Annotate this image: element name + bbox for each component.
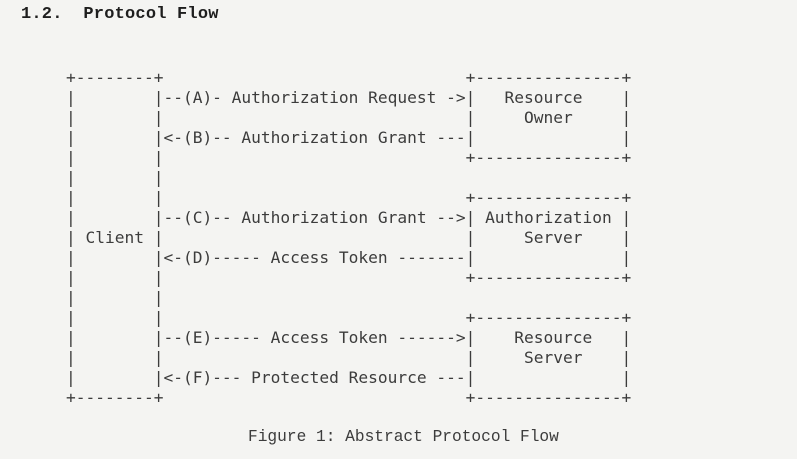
- diagram-line: | | | Server |: [66, 348, 632, 367]
- diagram-line: +--------+ +---------------+: [66, 388, 632, 407]
- protocol-flow-diagram: +--------+ +---------------+| |--(A)- Au…: [66, 68, 631, 408]
- section-heading: 1.2. Protocol Flow: [21, 5, 219, 24]
- diagram-line: | |: [66, 168, 164, 187]
- diagram-line: | | +---------------+: [66, 308, 632, 327]
- diagram-line: +--------+ +---------------+: [66, 68, 632, 87]
- diagram-line: | |<-(B)-- Authorization Grant ---| |: [66, 128, 632, 147]
- diagram-line: | Client | | Server |: [66, 228, 632, 247]
- diagram-line: | | +---------------+: [66, 188, 632, 207]
- diagram-line: | |<-(D)----- Access Token -------| |: [66, 248, 632, 267]
- diagram-line: | |: [66, 288, 164, 307]
- diagram-line: | |--(A)- Authorization Request ->| Reso…: [66, 88, 632, 107]
- diagram-line: | | | Owner |: [66, 108, 632, 127]
- diagram-line: | | +---------------+: [66, 268, 632, 287]
- diagram-line: | |--(C)-- Authorization Grant -->| Auth…: [66, 208, 632, 227]
- diagram-line: | |<-(F)--- Protected Resource ---| |: [66, 368, 632, 387]
- diagram-line: | | +---------------+: [66, 148, 632, 167]
- diagram-line: | |--(E)----- Access Token ------>| Reso…: [66, 328, 632, 347]
- figure-caption: Figure 1: Abstract Protocol Flow: [248, 428, 559, 446]
